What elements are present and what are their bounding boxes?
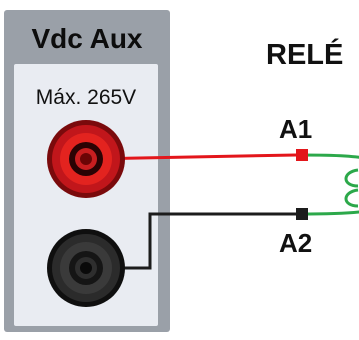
terminal-a1-connector — [296, 149, 308, 161]
relay-coil — [299, 153, 359, 216]
max-voltage-label: Máx. 265V — [36, 86, 136, 109]
terminal-a1-label: A1 — [279, 114, 312, 144]
panel-title: Vdc Aux — [32, 23, 143, 54]
terminal-a2-connector — [296, 208, 308, 220]
positive-terminal-jack — [47, 120, 125, 198]
negative-terminal-jack — [47, 229, 125, 307]
relay-title: RELÉ — [266, 37, 343, 71]
relay: RELÉ A1 A2 — [266, 37, 359, 258]
terminal-a2-label: A2 — [279, 228, 312, 258]
